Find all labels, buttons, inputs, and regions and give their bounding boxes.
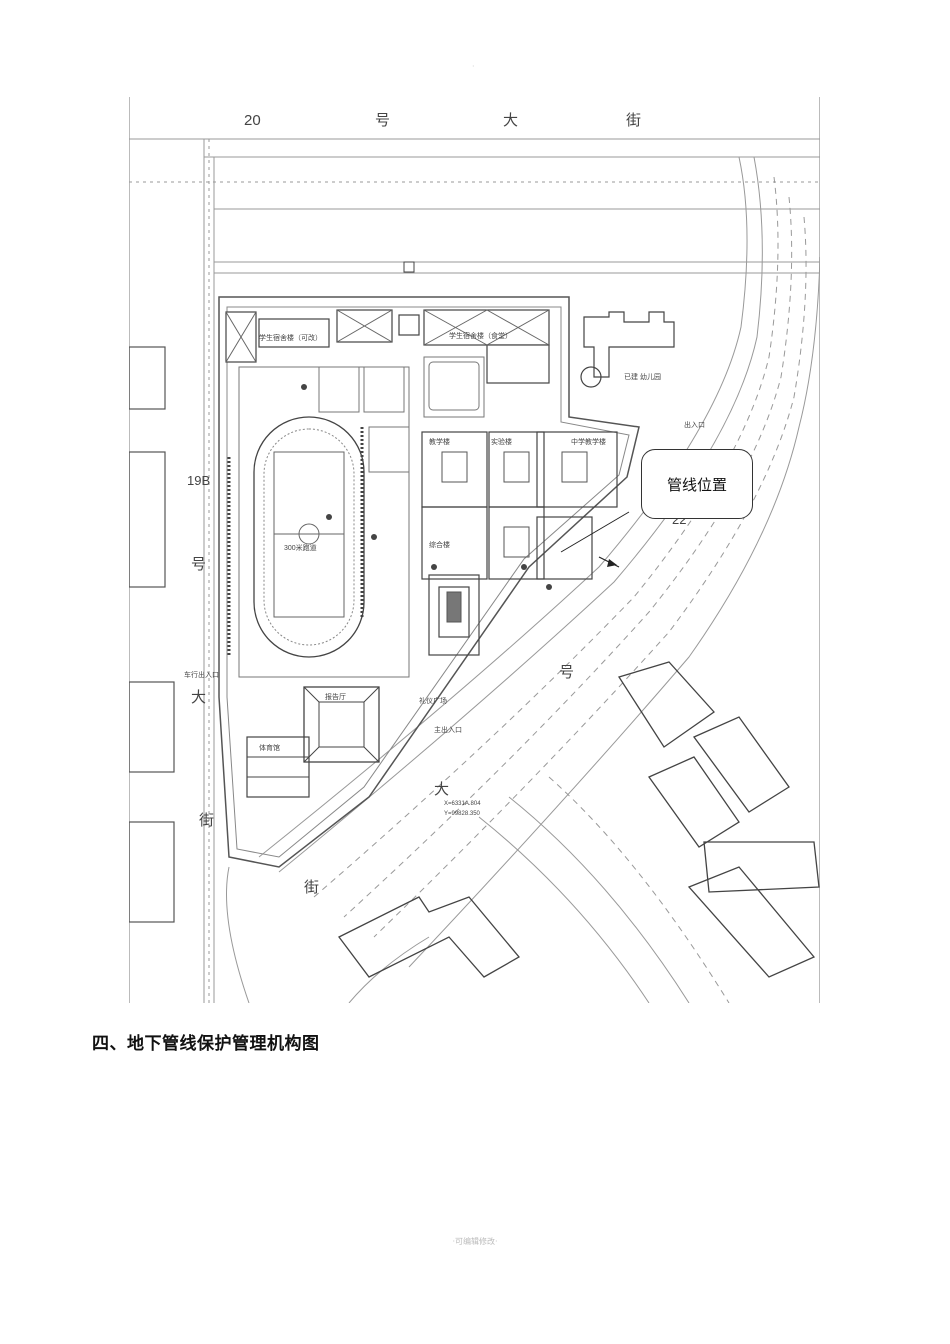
- running-track: [253, 416, 365, 658]
- label-kindergarten: 已建 幼儿园: [624, 372, 661, 381]
- label-coords-x: X=6331A.804: [444, 801, 481, 807]
- label-gym: 体育馆: [259, 743, 280, 752]
- label-plaza: 礼仪广场: [419, 696, 447, 705]
- kindergarten-outline: [583, 311, 675, 378]
- street-top-hao: 号: [375, 112, 390, 129]
- label-north-bldg-1: 学生宿舍楼（可改）: [259, 333, 322, 342]
- hall-building: [303, 686, 380, 763]
- street-left-19b: 19B: [187, 473, 210, 488]
- label-coords-y: Y=99828.350: [444, 811, 481, 817]
- street-left-jie: 街: [199, 812, 214, 829]
- label-main-entry: 主出入口: [434, 725, 462, 734]
- label-field: 300米跑道: [284, 543, 317, 552]
- section-heading: 四、地下管线保护管理机构图: [92, 1034, 320, 1054]
- school-boundary: [218, 296, 640, 868]
- page-mark: ·: [472, 62, 475, 71]
- street-top-da: 大: [503, 112, 518, 129]
- site-plan-drawing: 20 号 大 街 19B 号 大 街 22 号 大 街: [129, 97, 820, 1003]
- street-diag-da: 大: [434, 781, 449, 798]
- street-top-jie: 街: [626, 112, 641, 129]
- label-teach-1: 教学楼: [429, 437, 450, 446]
- street-diag-jie: 街: [304, 879, 319, 896]
- label-entry-right: 出入口: [684, 420, 705, 429]
- street-top-20: 20: [244, 112, 261, 129]
- label-teach-3: 综合楼: [429, 540, 450, 549]
- label-teach-2: 实验楼: [491, 437, 512, 446]
- pipeline-callout: 管线位置: [641, 449, 753, 519]
- gym-building: [246, 736, 310, 798]
- label-side-entry: 车行出入口: [184, 670, 219, 679]
- label-hall: 报告厅: [325, 692, 346, 701]
- street-left-da: 大: [191, 689, 206, 706]
- label-north-bldg-2: 学生宿舍楼（食堂）: [449, 331, 512, 340]
- street-left-hao: 号: [191, 556, 206, 573]
- footer-note: ·可编辑修改·: [452, 1237, 498, 1246]
- street-diag-hao: 号: [559, 664, 574, 681]
- label-middle: 中学教学楼: [571, 437, 606, 446]
